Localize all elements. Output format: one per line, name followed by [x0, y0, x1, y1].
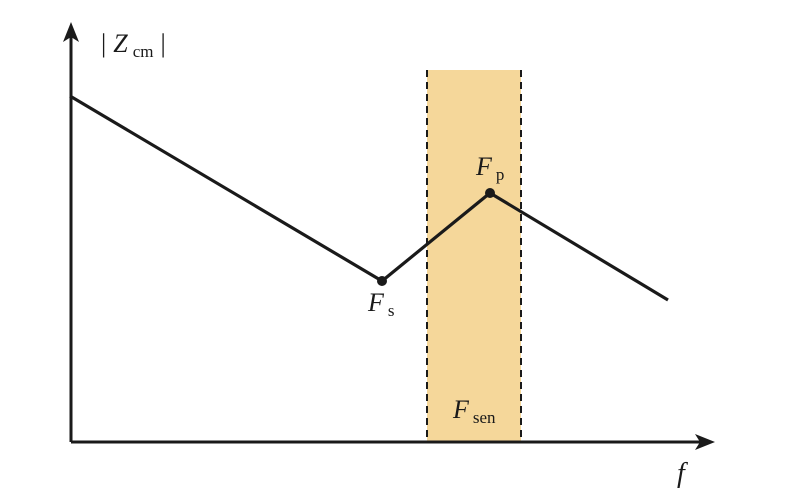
y-axis-arrow	[63, 22, 79, 42]
y-axis-label-subscript: cm	[133, 42, 154, 61]
fs-label: F s	[367, 288, 395, 320]
fp-label-symbol: F	[475, 152, 493, 181]
fp-label-subscript: p	[496, 165, 505, 184]
x-axis-arrow	[695, 434, 715, 450]
fsen-label: F sen	[452, 395, 496, 427]
y-axis-label-bar-right: |	[160, 29, 165, 58]
sensitive-band	[427, 70, 521, 442]
x-axis-label: f	[677, 458, 688, 489]
fsen-label-symbol: F	[452, 395, 470, 424]
impedance-curve	[69, 94, 669, 302]
fs-point	[377, 276, 387, 286]
fs-label-subscript: s	[388, 301, 395, 320]
y-axis-label: | Z cm |	[101, 29, 166, 61]
y-axis-label-symbol: Z	[113, 29, 128, 58]
y-axis-label-bar-left: |	[101, 29, 106, 58]
fsen-label-subscript: sen	[473, 408, 496, 427]
fp-point	[485, 188, 495, 198]
fp-label: F p	[475, 152, 504, 184]
fs-label-symbol: F	[367, 288, 385, 317]
